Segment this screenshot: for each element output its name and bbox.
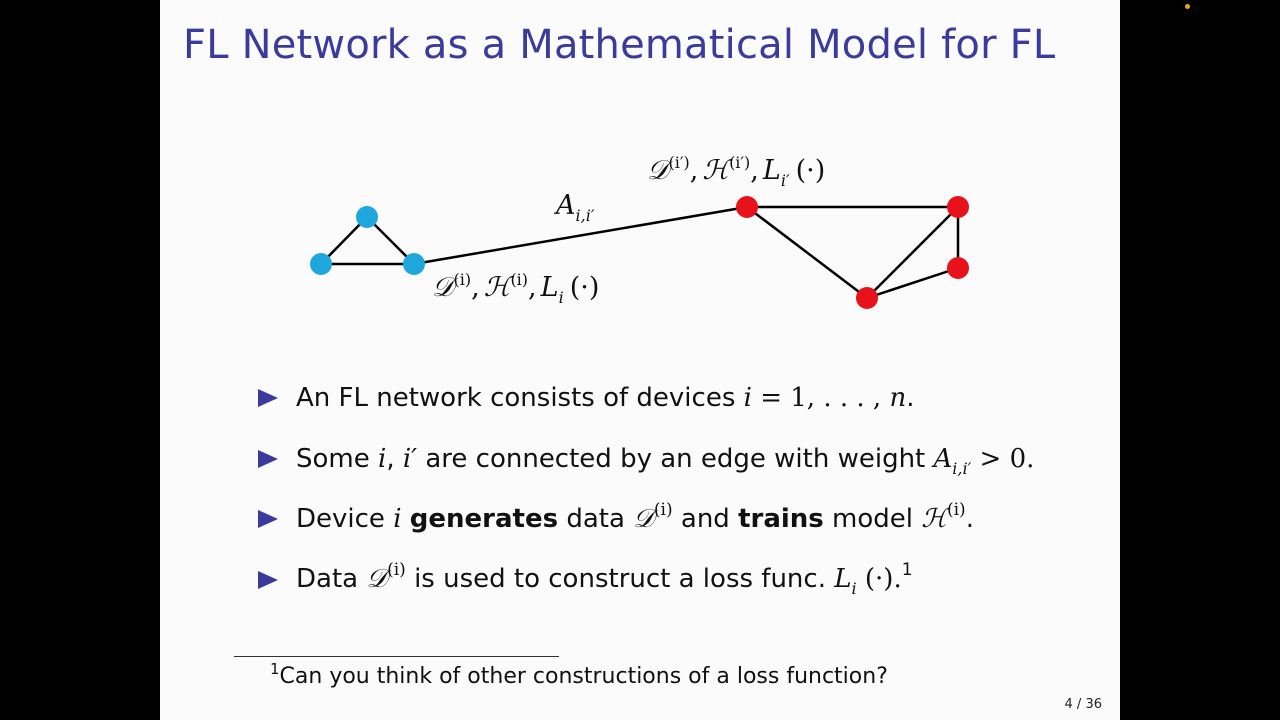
edge	[866, 206, 959, 299]
bullet-text: Data 𝒟(i) is used to construct a loss fu…	[296, 560, 913, 599]
node-i	[403, 253, 425, 275]
footnote-mark: 1	[270, 660, 280, 678]
page-number: 4 / 36	[1064, 697, 1102, 712]
node-blue	[310, 253, 332, 275]
footnote-text: Can you think of other constructions of …	[279, 664, 888, 689]
weighted-edge	[413, 205, 748, 266]
bullet-item: An FL network consists of devices i = 1,…	[258, 368, 1098, 429]
triangle-bullet-icon	[258, 570, 278, 589]
right-cluster-nodes	[736, 196, 969, 309]
right-cluster-edges	[746, 205, 960, 300]
footnote: 1Can you think of other constructions of…	[270, 662, 888, 690]
triangle-bullet-icon	[258, 449, 278, 468]
node-blue	[356, 206, 378, 228]
edge	[746, 206, 868, 299]
bullet-item: Device i generates data 𝒟(i) and trains …	[258, 489, 1098, 550]
slide: FL Network as a Mathematical Model for F…	[160, 0, 1120, 720]
node-i-label: 𝒟(i),ℋ(i),Li(·)	[432, 270, 599, 307]
network-diagram: Ai,i′ 𝒟(i),ℋ(i),Li(·) 𝒟(i′),ℋ(i′),Li′(·)	[310, 153, 969, 309]
node-red	[856, 287, 878, 309]
node-red	[947, 196, 969, 218]
bullet-text: Device i generates data 𝒟(i) and trains …	[296, 499, 974, 534]
pointer-dot	[1185, 4, 1190, 9]
edge-weight-label: Ai,i′	[553, 190, 595, 225]
bullet-list: An FL network consists of devices i = 1,…	[258, 368, 1098, 610]
footnote-rule	[234, 656, 559, 657]
bullet-text: Some i, i′ are connected by an edge with…	[296, 443, 1035, 478]
bullet-item: Some i, i′ are connected by an edge with…	[258, 429, 1098, 490]
bullet-text: An FL network consists of devices i = 1,…	[296, 383, 915, 414]
edge	[366, 216, 415, 265]
bullet-item: Data 𝒟(i) is used to construct a loss fu…	[258, 550, 1098, 611]
edge	[866, 266, 959, 300]
triangle-bullet-icon	[258, 389, 278, 408]
slide-title: FL Network as a Mathematical Model for F…	[183, 22, 1056, 68]
node-red	[947, 257, 969, 279]
node-i-prime-label: 𝒟(i′),ℋ(i′),Li′(·)	[647, 153, 825, 190]
node-i-prime	[736, 196, 758, 218]
triangle-bullet-icon	[258, 510, 278, 529]
left-cluster-nodes	[310, 206, 425, 275]
